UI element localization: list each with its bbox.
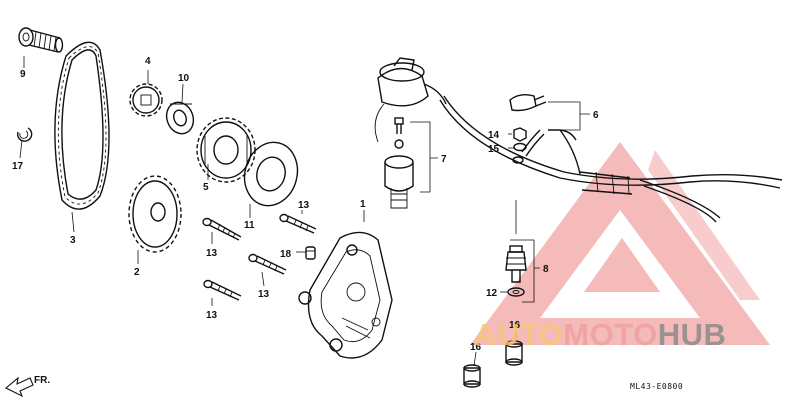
callout-13a: 13 [206,248,218,259]
callout-4: 4 [145,56,151,67]
part-18-dowel-pin [305,246,316,260]
part-17-circlip [16,127,33,142]
bolt-13d [203,279,242,301]
watermark-triangle-band [648,150,760,300]
watermark-text-hub: HUB [658,317,727,352]
part-8-switch [505,200,527,297]
callout-3: 3 [70,235,76,246]
direction-arrow: FR. [5,375,50,398]
callout-5: 5 [203,182,209,193]
callout-14: 14 [488,130,500,141]
watermark-text: AUTOMOTOHUB [474,317,726,352]
callout-8: 8 [543,264,549,275]
callout-15: 15 [488,144,500,155]
watermark-logo [470,142,770,345]
callout-2: 2 [134,267,140,278]
part-9-shaft [18,27,64,53]
direction-label: FR. [34,375,50,386]
part-5-gear [196,117,256,183]
part-4-sprocket-small [129,83,163,117]
part-6-connector-cable [509,93,577,157]
callout-13c: 13 [258,289,270,300]
part-16-collars [463,340,523,388]
part-3-chain [54,41,110,210]
switch-bolt [394,117,404,134]
callout-11: 11 [244,220,255,231]
part-13-bolts [202,213,317,301]
callout-18: 18 [280,249,292,260]
collar-16a [505,340,523,366]
part-2-sprocket-large [128,175,182,253]
callout-16b: 16 [470,342,482,353]
callout-1: 1 [360,199,366,210]
wire-harness [439,95,783,223]
callout-17: 17 [12,161,24,172]
leader-lines [19,56,590,367]
part-7-pressure-switch [374,57,447,209]
part-10-washer [165,101,195,135]
part-14-nut [513,127,527,142]
callout-9: 9 [20,69,26,80]
callout-16a: 16 [509,320,521,331]
part-15-washer [512,142,527,164]
watermark-triangle-outer [470,142,770,345]
callout-13b: 13 [298,200,310,211]
callout-labels: 9 17 3 4 10 5 2 11 13 13 13 13 18 1 7 6 … [12,56,599,353]
part-11-plate [243,141,299,207]
callout-10: 10 [178,73,190,84]
bolt-13b [279,213,317,234]
watermark-triangle-inner [584,238,660,292]
diagram-code: ML43-E0800 [630,382,683,391]
watermark-text-moto: MOTO [563,317,657,352]
callout-12: 12 [486,288,498,299]
collar-16b [463,364,481,388]
bolt-13a [202,217,242,241]
callout-13d: 13 [206,310,218,321]
callout-6: 6 [593,110,599,121]
watermark-text-auto: AUTO [474,317,563,352]
part-1-pump-body [298,231,393,359]
bolt-13c [248,253,287,275]
callout-7: 7 [441,154,447,165]
